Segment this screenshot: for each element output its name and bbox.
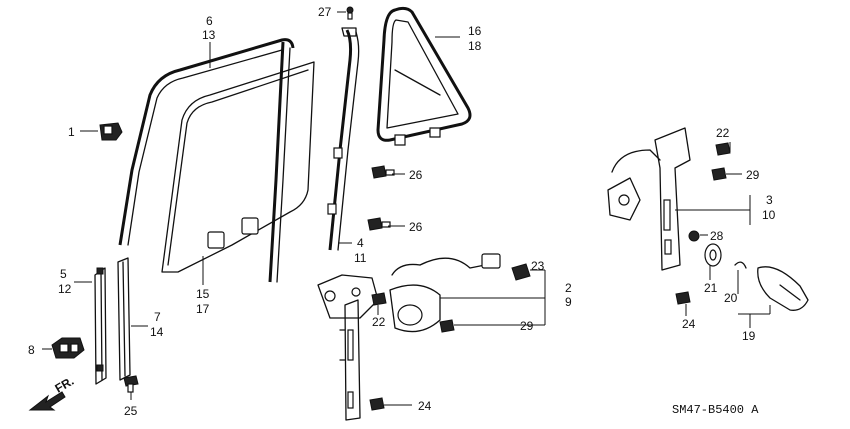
callout-14: 14 [150,325,164,339]
bolt-29-front [439,319,455,333]
callout-26-lower: 26 [409,220,423,234]
front-direction-arrow: FR. [28,374,77,411]
callout-11: 11 [354,251,367,265]
callout-24-front: 24 [418,399,432,413]
window-regulator-rear [607,127,809,311]
regulator-handle [757,266,809,311]
callout-16: 16 [468,24,482,38]
quarter-glass [376,6,472,146]
door-glass [161,61,315,273]
callout-20: 20 [724,291,738,305]
callout-10: 10 [762,208,776,222]
callout-1: 1 [68,125,75,139]
callout-28: 28 [710,229,724,243]
callout-18: 18 [468,39,482,53]
callout-23: 23 [531,259,545,273]
callout-6: 6 [206,14,213,28]
callout-2: 2 [565,281,572,295]
nut-28 [688,230,700,242]
callout-22-rear: 22 [716,126,730,140]
callout-8: 8 [28,343,35,357]
sash-holder [51,337,85,359]
callout-29-front: 29 [520,319,534,333]
callout-24-rear: 24 [682,317,696,331]
bolt-24-front [369,397,385,411]
callout-3: 3 [766,193,773,207]
callout-25: 25 [124,404,138,418]
rear-lower-sash [117,257,131,381]
bolt-26-upper [371,165,395,179]
callout-5: 5 [60,267,67,281]
callout-22-front: 22 [372,315,386,329]
bolt-26-lower [367,217,391,231]
callout-29-rear: 29 [746,168,760,182]
callout-13: 13 [202,28,216,42]
clip-part [99,122,123,141]
front-lower-sash [94,267,107,385]
callout-21: 21 [704,281,718,295]
bolt-22-front [371,292,387,306]
center-sash [327,6,360,251]
window-regulator-front [317,253,531,421]
leader-lines [42,11,771,406]
diagram-caption: SM47-B5400 A [672,403,759,417]
nut-23 [511,263,531,281]
bolt-22-rear [715,142,731,156]
callout-15: 15 [196,287,210,301]
callout-17: 17 [196,302,210,316]
callout-labels: 1 2 3 4 5 6 7 8 9 10 11 12 13 14 15 16 1… [28,5,776,418]
callout-19: 19 [742,329,756,343]
bolt-29-rear [711,167,727,181]
callout-26-upper: 26 [409,168,423,182]
clip-20 [734,261,747,269]
callout-4: 4 [357,236,364,250]
glass-run-channel [118,38,295,283]
callout-7: 7 [154,310,161,324]
callout-27: 27 [318,5,332,19]
bolt-25 [123,375,139,393]
callout-12: 12 [58,282,72,296]
bolt-24-rear [675,291,691,305]
callout-9: 9 [565,295,572,309]
glass-holder-rear [241,217,259,235]
glass-holder-front [207,231,225,249]
screw-27 [346,6,354,14]
direction-label: FR. [53,374,77,396]
